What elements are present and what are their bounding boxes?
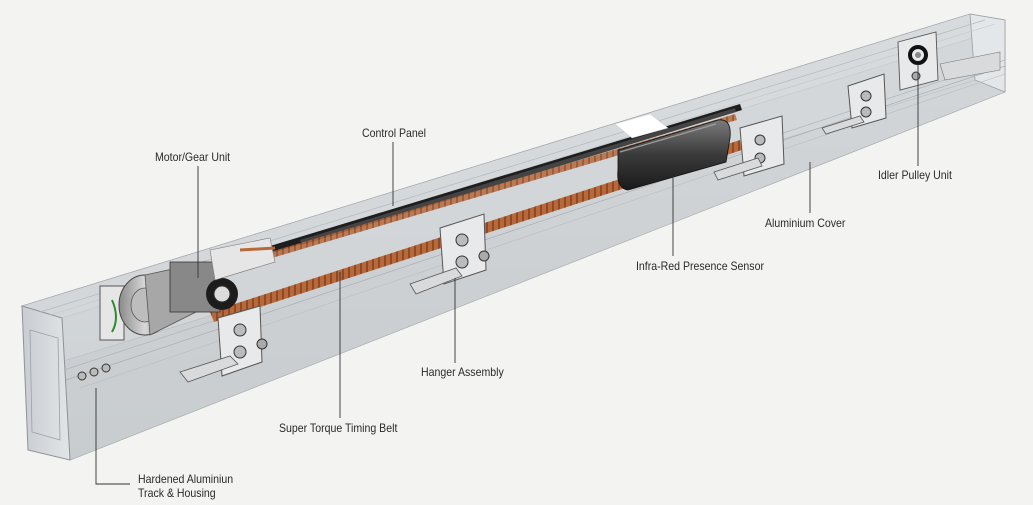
label-track-housing-line2: Track & Housing <box>138 486 216 500</box>
leader-track-housing <box>95 388 130 485</box>
track-bolts <box>77 363 111 381</box>
housing-end-cap <box>21 305 71 461</box>
hanger-assembly-3 <box>713 115 785 181</box>
label-idler-pulley-unit: Idler Pulley Unit <box>878 168 952 182</box>
housing-floor <box>28 80 1005 460</box>
label-motor-gear-unit: Motor/Gear Unit <box>155 150 231 164</box>
idler-pulley-unit <box>897 31 1001 91</box>
label-hanger-assembly: Hanger Assembly <box>421 365 504 379</box>
label-control-panel: Control Panel <box>362 126 426 140</box>
label-track-housing: Hardened Aluminiun Track & Housing <box>138 472 233 500</box>
label-infra-red-sensor: Infra-Red Presence Sensor <box>636 259 764 273</box>
hanger-assembly <box>179 305 268 383</box>
label-timing-belt: Super Torque Timing Belt <box>279 421 398 435</box>
hanger-assembly-4 <box>821 73 887 135</box>
label-aluminium-cover: Aluminium Cover <box>765 216 846 230</box>
leader-lines <box>95 64 919 485</box>
motor-gear-unit <box>99 237 276 341</box>
infra-red-sensor <box>617 119 731 191</box>
label-track-housing-line1: Hardened Aluminiun <box>138 472 234 486</box>
hanger-assembly-2 <box>409 213 490 295</box>
aluminium-housing <box>20 13 1006 461</box>
